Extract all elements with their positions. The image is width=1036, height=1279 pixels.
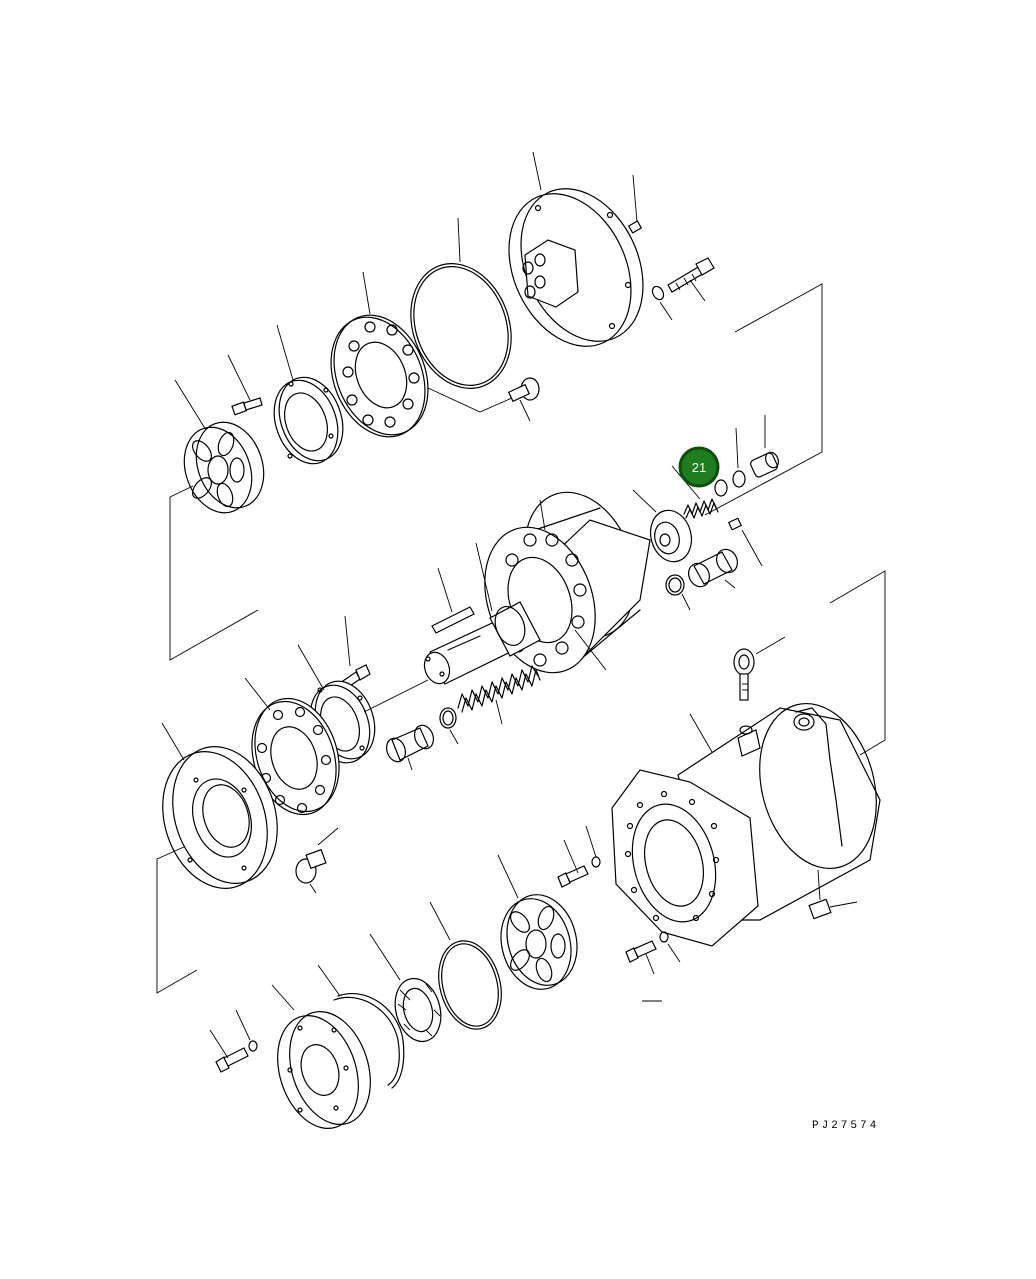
small-bolt-part (227, 354, 263, 416)
washer-and-bolt-part (651, 257, 715, 321)
valve-plate-part (330, 271, 429, 438)
callout-21-marker[interactable]: 21 (678, 446, 720, 488)
shim-ring-part (429, 901, 502, 1030)
eye-bolt-part (733, 636, 786, 701)
oil-seal-part (369, 933, 442, 1043)
bearing-plate-part (273, 324, 344, 465)
mid-bolt-part (339, 615, 371, 691)
housing-bolt-parts (557, 825, 681, 975)
drain-plug-part (808, 869, 858, 920)
lower-plug-part (295, 827, 339, 894)
shaft-key-part (431, 567, 475, 634)
callout-21-label[interactable]: 21 (692, 460, 706, 475)
drive-shaft-part (423, 542, 541, 685)
front-bolt-part (209, 1009, 258, 1073)
end-cover-part (161, 722, 278, 889)
drawing-code: PJ27574 (812, 1120, 879, 1132)
piston-disc-part (632, 489, 693, 563)
mid-ring-and-sleeve-parts (385, 707, 459, 771)
top-cover-part (508, 151, 644, 347)
front-cover-part (271, 984, 371, 1129)
plug-part (427, 377, 540, 422)
grouping-brackets (156, 283, 886, 1002)
lower-roller-bearing-part (497, 854, 578, 990)
callout-21-circle[interactable] (678, 446, 720, 488)
sleeve-and-ring-parts (665, 548, 738, 611)
snap-ring-part (317, 964, 405, 1089)
roller-bearing-part (174, 379, 265, 514)
main-housing-part (611, 702, 881, 947)
long-spring-part (457, 665, 541, 725)
spring-and-valve-parts (671, 415, 780, 567)
small-screw-part (627, 174, 643, 234)
large-o-ring-part (410, 217, 512, 389)
cylinder-block-part (484, 491, 651, 674)
